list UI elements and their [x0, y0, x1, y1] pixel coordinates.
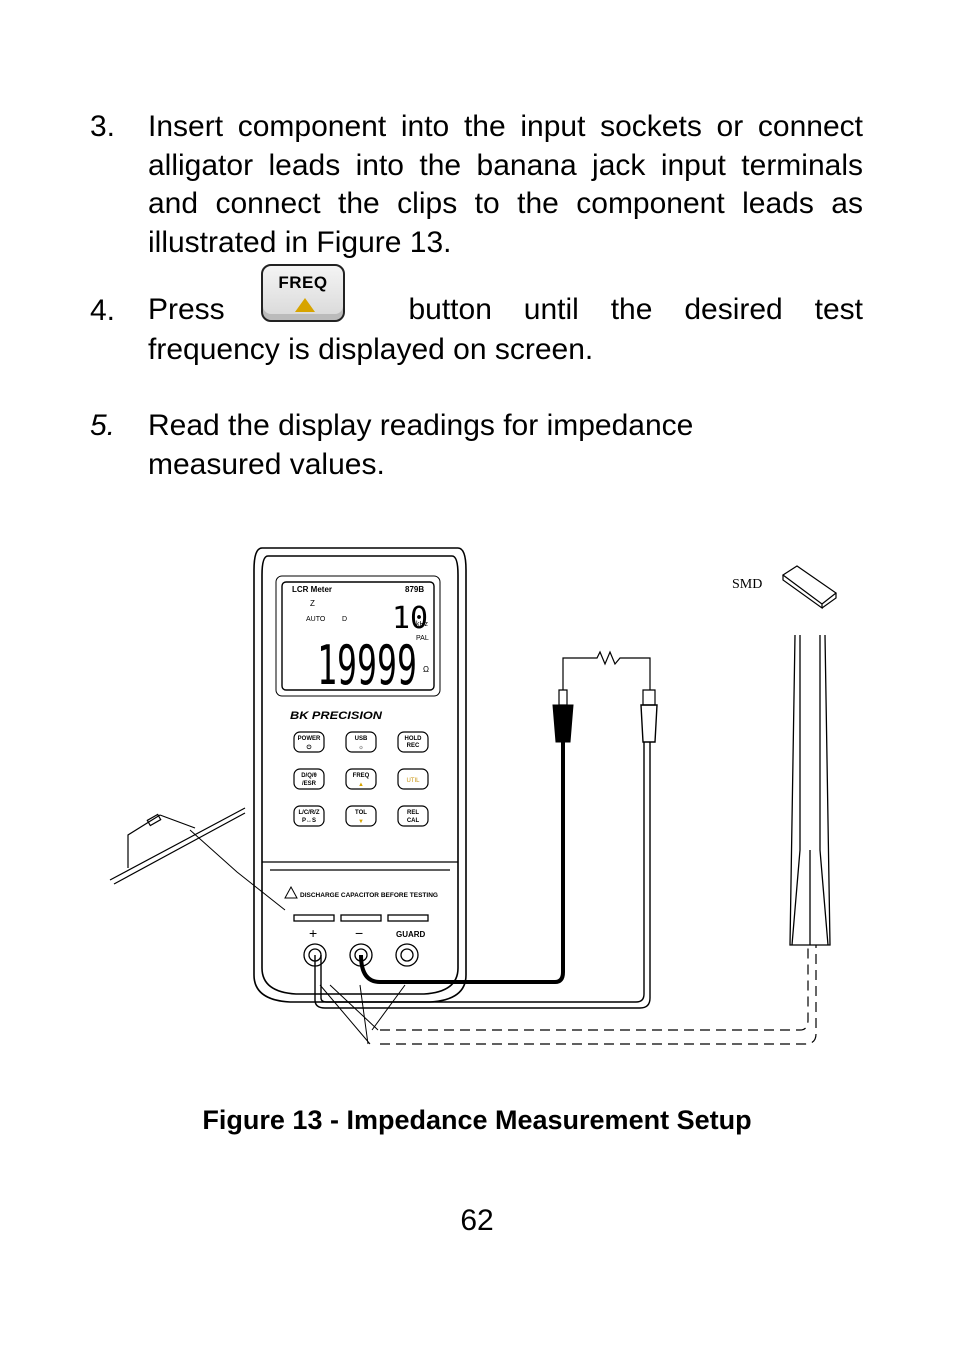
step-number: 3. [90, 110, 116, 143]
press-word: Press [148, 293, 225, 326]
power-icon: ⏻ [307, 744, 312, 751]
usb-button-label: USB [355, 736, 368, 742]
warning-label: DISCHARGE CAPACITOR BEFORE TESTING [300, 892, 438, 899]
word-desired: desired [684, 293, 783, 326]
freq-button-label: FREQ [278, 273, 328, 292]
smd-cable [380, 945, 809, 1031]
terminal-panel [262, 861, 458, 967]
step-text: Read the display readings for impedance … [148, 409, 694, 481]
word-until: until [523, 293, 579, 326]
step-number: 5. [90, 409, 116, 442]
terminal-guard: GUARD [396, 930, 426, 939]
hold-button-label: HOLD [405, 736, 423, 742]
freq-key-label: FREQ [353, 773, 370, 779]
rec-button-label: REC [407, 743, 420, 749]
freq-button-icon: FREQ [261, 264, 345, 322]
word-test: test [814, 293, 863, 326]
figure-caption: Figure 13 - Impedance Measurement Setup [202, 1105, 752, 1135]
white-test-lead [314, 742, 651, 1009]
tol-button-label: TOL [355, 810, 367, 816]
unit-symbol: Ω [423, 665, 429, 674]
ps-button-label: P↔S [302, 818, 316, 824]
meter-model: 879B [405, 585, 424, 594]
smd-component-icon [781, 565, 838, 610]
black-test-lead [359, 740, 565, 984]
brand-logo: BK PRECISION [290, 710, 383, 722]
lcrz-button-label: L/C/R/Z [299, 810, 320, 816]
tol-down-icon: ▼ [358, 819, 364, 825]
terminal-plus: + [309, 925, 317, 941]
cal-button-label: CAL [407, 818, 420, 824]
main-reading: 19999 [317, 634, 417, 697]
dq-button-label: D/Q/θ [301, 773, 317, 779]
step-4-line2: frequency is displayed on screen. [148, 331, 863, 370]
step-5: 5. Read the display readings for impedan… [90, 407, 863, 484]
esr-button-label: /ESR [302, 781, 317, 787]
word-button: button [408, 293, 492, 326]
up-arrow-icon [295, 298, 315, 312]
primary-param: Z [310, 599, 315, 608]
resistor-icon [562, 650, 651, 690]
power-button-label: POWER [298, 736, 321, 742]
step-text: frequency is displayed on screen. [148, 333, 594, 366]
backlight-icon: ☼ [358, 745, 364, 751]
util-button-label: UTIL [406, 778, 420, 784]
meter-title: LCR Meter [292, 585, 332, 594]
smd-tweezers [789, 634, 831, 946]
rel-button-label: REL [407, 810, 419, 816]
axial-component [109, 807, 286, 911]
step-number: 4. [90, 294, 116, 327]
smd-label: SMD [732, 577, 762, 592]
frequency-value: 10 [392, 601, 428, 636]
freq-up-icon: ▲ [358, 782, 364, 788]
page-number: 62 [460, 1204, 494, 1237]
step-3: 3. Insert component into the input socke… [90, 108, 863, 262]
terminal-minus: − [355, 925, 363, 941]
step-text: Insert component into the input sockets … [148, 110, 863, 259]
keypad [293, 731, 429, 827]
frequency-unit: kHz [416, 621, 429, 628]
word-the: the [610, 293, 653, 326]
step-4-line1: Press button until the desired test [148, 290, 863, 330]
pal-indicator: PAL [416, 635, 429, 642]
secondary-param: D [342, 616, 347, 623]
auto-indicator: AUTO [306, 616, 326, 623]
